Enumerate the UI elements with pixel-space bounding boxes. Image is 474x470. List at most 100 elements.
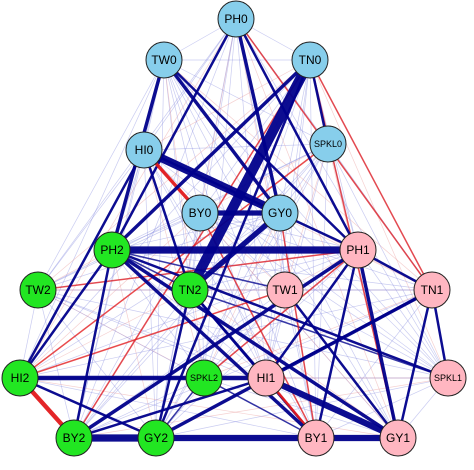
node-circle bbox=[93, 231, 131, 269]
node-spkl2: SPKL2 bbox=[185, 359, 223, 397]
node-ph0: PH0 bbox=[217, 0, 255, 38]
node-label: TW1 bbox=[272, 283, 298, 297]
faint-edge bbox=[163, 59, 449, 379]
node-label: SPKL2 bbox=[190, 373, 218, 383]
faint-edge bbox=[73, 18, 237, 439]
node-ph1: PH1 bbox=[339, 231, 377, 269]
node-tn2: TN2 bbox=[171, 271, 209, 309]
node-label: HI2 bbox=[11, 371, 30, 385]
faint-edge bbox=[163, 59, 201, 214]
edge-PH2-HI2 bbox=[18, 248, 114, 380]
node-circle bbox=[339, 231, 377, 269]
faint-edge bbox=[19, 59, 165, 379]
node-label: PH2 bbox=[100, 243, 124, 257]
faint-edge bbox=[111, 143, 329, 251]
edge-TN0-TN1 bbox=[309, 59, 433, 291]
node-circle bbox=[55, 419, 93, 457]
node-label: SPKL0 bbox=[314, 139, 342, 149]
edge-TN0-PH2 bbox=[110, 58, 312, 252]
edge-GY1-TN1 bbox=[396, 288, 434, 440]
faint-edge bbox=[163, 59, 329, 145]
faint-edge bbox=[203, 289, 286, 379]
node-circle bbox=[125, 131, 163, 169]
edge-TN0-TN2 bbox=[184, 54, 316, 296]
faint-edge bbox=[143, 59, 311, 151]
edge-PH0-GY0 bbox=[234, 17, 282, 215]
node-circle bbox=[297, 419, 335, 457]
edge-HI0-GY0 bbox=[139, 145, 285, 218]
node-circle bbox=[185, 359, 223, 397]
faint-edge bbox=[143, 149, 157, 439]
faint-edge bbox=[235, 18, 399, 439]
edge-PH1-HI1 bbox=[264, 248, 360, 380]
faint-edge bbox=[37, 289, 205, 379]
faint-edge bbox=[284, 289, 317, 439]
faint-edge bbox=[111, 249, 433, 291]
edge-HI2-GY2 bbox=[18, 376, 158, 440]
faint-edge bbox=[143, 149, 449, 379]
node-label: GY2 bbox=[144, 431, 168, 445]
faint-edge bbox=[19, 212, 281, 379]
node-label: PH0 bbox=[224, 12, 248, 26]
node-circle bbox=[247, 359, 285, 397]
faint-edge bbox=[73, 149, 145, 439]
edge-SPKL2-BY1 bbox=[203, 377, 317, 439]
edge-TW1-GY1 bbox=[283, 288, 400, 440]
node-by0: BY0 bbox=[181, 194, 219, 232]
edge-PH2-GY1 bbox=[110, 248, 400, 440]
faint-edge bbox=[279, 212, 449, 379]
edge-PH2-SPKL1 bbox=[110, 248, 450, 380]
edge-PH2-BY2 bbox=[72, 248, 114, 440]
node-hi1: HI1 bbox=[247, 359, 285, 397]
node-circle bbox=[413, 271, 451, 309]
node-label: BY2 bbox=[63, 431, 86, 445]
node-label: HI0 bbox=[135, 143, 154, 157]
node-tw1: TW1 bbox=[266, 271, 304, 309]
node-label: TN1 bbox=[421, 283, 444, 297]
node-circle bbox=[19, 271, 57, 309]
node-label: BY0 bbox=[189, 206, 212, 220]
node-label: TN0 bbox=[299, 53, 322, 67]
faint-edge bbox=[357, 249, 449, 379]
edge-PH2-BY1 bbox=[110, 248, 318, 440]
node-hi2: HI2 bbox=[1, 359, 39, 397]
faint-edge bbox=[327, 143, 449, 379]
node-by2: BY2 bbox=[55, 419, 93, 457]
edge-TW1-HI2 bbox=[19, 289, 286, 379]
faint-edge bbox=[315, 289, 433, 439]
node-tw2: TW2 bbox=[19, 271, 57, 309]
edge-HI0-TN2 bbox=[142, 148, 192, 292]
faint-edge bbox=[189, 143, 329, 291]
edge-BY2-HI1 bbox=[72, 376, 268, 440]
faint-edge bbox=[73, 289, 191, 439]
node-label: TW0 bbox=[151, 53, 177, 67]
node-gy1: GY1 bbox=[379, 419, 417, 457]
faint-edge bbox=[284, 143, 329, 291]
node-circle bbox=[145, 41, 183, 79]
node-label: GY0 bbox=[268, 206, 292, 220]
node-label: SPKL1 bbox=[434, 373, 462, 383]
node-circle bbox=[181, 194, 219, 232]
faint-edge bbox=[265, 143, 329, 379]
faint-edge bbox=[37, 289, 449, 379]
faint-edge bbox=[143, 143, 329, 151]
node-label: BY1 bbox=[305, 431, 328, 445]
node-circle bbox=[217, 0, 255, 38]
node-gy0: GY0 bbox=[261, 194, 299, 232]
node-label: TW2 bbox=[25, 283, 51, 297]
faint-edge bbox=[37, 149, 145, 291]
node-circle bbox=[309, 125, 347, 163]
faint-edge bbox=[19, 18, 237, 379]
faint-edge bbox=[73, 377, 205, 439]
edge-PH1-GY1 bbox=[356, 248, 400, 440]
node-tn1: TN1 bbox=[413, 271, 451, 309]
faint-edge bbox=[111, 212, 281, 251]
node-label: HI1 bbox=[257, 371, 276, 385]
node-circle bbox=[429, 359, 467, 397]
node-circle bbox=[261, 194, 299, 232]
faint-edge bbox=[37, 289, 157, 439]
edge-TW0-GY0 bbox=[162, 58, 282, 215]
faint-edge bbox=[284, 289, 449, 379]
faint-edge bbox=[203, 18, 237, 379]
